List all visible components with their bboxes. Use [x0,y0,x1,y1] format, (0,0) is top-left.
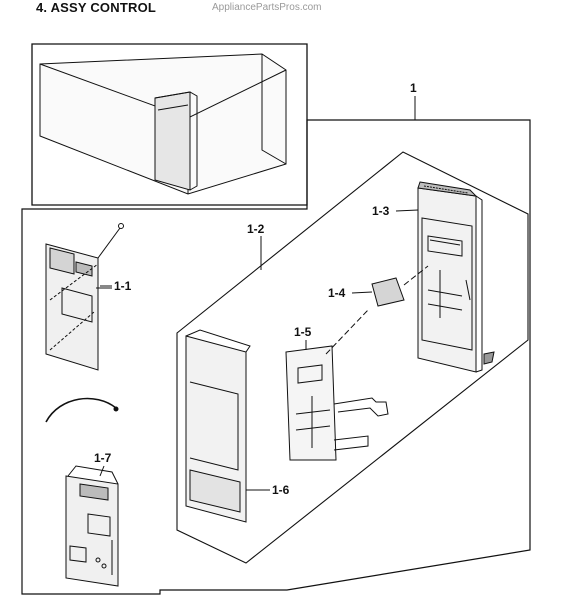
wire-harness [45,397,117,423]
callout-1-1: 1-1 [114,279,132,293]
callout-1-2: 1-2 [247,222,265,236]
callout-1-5: 1-5 [294,325,312,339]
callout-1-4: 1-4 [328,286,346,300]
assy-boundary [21,119,531,595]
membrane-switch [285,309,389,461]
callout-1: 1 [410,81,417,95]
back-plate [185,329,251,523]
panel-group-boundary [176,151,529,564]
sub-pcb [45,223,124,371]
overview-box [31,43,308,206]
watermark: AppliancePartsPros.com [212,2,322,13]
page-title: 4. ASSY CONTROL [36,0,157,15]
callout-1-6: 1-6 [272,483,290,497]
callout-1-7: 1-7 [94,451,112,465]
display-window [371,277,405,307]
main-pcb [65,465,119,587]
callout-1-3: 1-3 [372,204,390,218]
control-panel-highlight [154,91,191,191]
front-panel [417,181,495,373]
